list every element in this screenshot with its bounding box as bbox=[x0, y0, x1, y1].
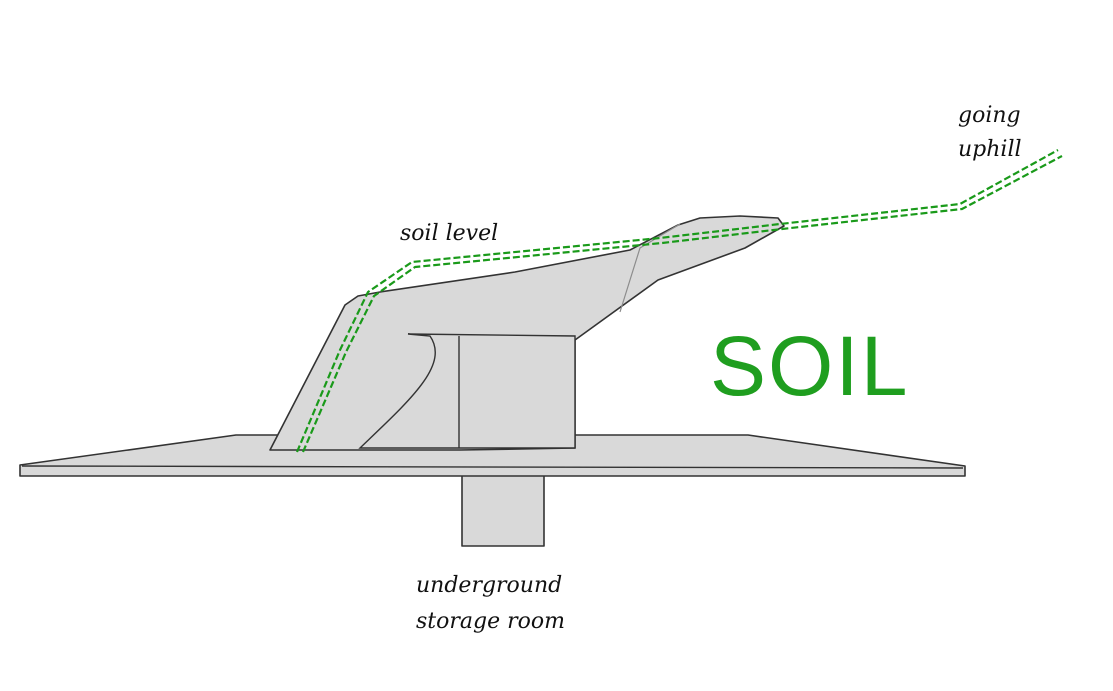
soil-level-label: soil level bbox=[400, 221, 498, 246]
storage-room-label-line2: storage room bbox=[416, 609, 565, 634]
soil-level-line bbox=[295, 149, 1059, 453]
going-uphill-label-line1: going bbox=[958, 103, 1021, 128]
entrance-opening bbox=[358, 333, 576, 449]
underground-storage-room bbox=[461, 474, 545, 547]
base-plate bbox=[19, 434, 966, 477]
going-uphill-label-line2: uphill bbox=[958, 137, 1022, 162]
roof-fold-line bbox=[619, 223, 681, 313]
storage-room-label-line1: underground bbox=[416, 573, 562, 598]
soil-level-line-offset bbox=[301, 155, 1063, 453]
base-plate-top-edge bbox=[21, 465, 964, 469]
soil-title: SOIL bbox=[710, 319, 909, 413]
